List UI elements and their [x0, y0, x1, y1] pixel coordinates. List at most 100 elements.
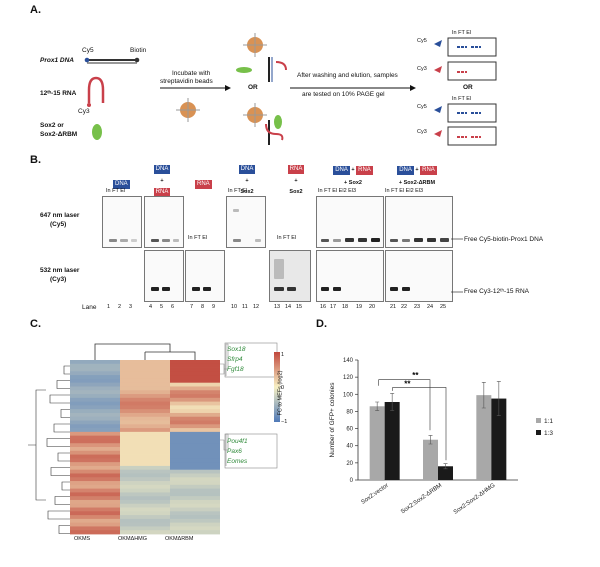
- sox2-label: Sox2 or: [40, 122, 64, 129]
- heatmap-cell: [120, 503, 170, 508]
- gel-r2-g5: [269, 250, 311, 302]
- heatmap-cell: [170, 522, 220, 527]
- gene-bottom-1: Pou4f1: [227, 438, 248, 445]
- lane-hdr-6: In FT El El2 El3: [318, 188, 357, 194]
- incubate-label: Incubate with: [172, 70, 211, 77]
- heatmap-cell: [120, 390, 170, 395]
- lane-title: Lane: [82, 304, 97, 311]
- y-tick-label: 60: [346, 427, 353, 433]
- lane-hdr-4: In FT El: [228, 188, 248, 194]
- heatmap-cell: [70, 511, 120, 516]
- heatmap-cell: [170, 431, 220, 437]
- heatmap-cell: [170, 499, 220, 505]
- heatmap-cell: [170, 394, 220, 399]
- heatmap-cell: [170, 363, 220, 368]
- tag: RNA: [420, 166, 437, 175]
- heatmap-cell: [120, 367, 170, 372]
- lane-number: 16: [320, 304, 327, 310]
- or-label-1: OR: [248, 84, 258, 91]
- y-tick-label: 140: [343, 358, 354, 364]
- panel-b-label: B.: [30, 154, 41, 166]
- legend-label: 1:1: [544, 418, 553, 425]
- heatmap-cell: [70, 477, 120, 482]
- gene-top-2: Sfrp4: [227, 356, 243, 363]
- heatmap-cell: [70, 428, 120, 433]
- heatmap-cell: [70, 367, 120, 372]
- cy3-result-label-2: Cy3: [417, 129, 427, 135]
- cy5-result-label-2: Cy5: [417, 104, 427, 110]
- heatmap-cell: [170, 484, 220, 490]
- heatmap-cell: [120, 469, 170, 474]
- heatmap-cell: [170, 378, 220, 384]
- cy5-result-label: Cy5: [417, 38, 427, 44]
- heatmap-cell: [120, 405, 170, 410]
- heatmap-cell: [120, 363, 170, 368]
- heatmap-cell: [70, 458, 120, 463]
- heatmap-cell: [170, 375, 220, 380]
- gel-r1-g4: [226, 196, 266, 248]
- scale-tick-high: 1: [281, 352, 285, 358]
- col-label-3: OKMΔRBM: [165, 536, 194, 542]
- heatmap-cell: [170, 518, 220, 524]
- heatmap-cell: [170, 465, 220, 471]
- pointer-lines: [451, 238, 463, 293]
- lane-hdr-5: In FT El: [277, 235, 297, 241]
- heatmap-cell: [120, 360, 170, 365]
- heatmap-cell: [120, 481, 170, 486]
- tag: DNA: [397, 166, 414, 175]
- heatmap-cell: [70, 378, 120, 384]
- heatmap-cell: [70, 375, 120, 380]
- lanes-header-1: In FT El: [452, 30, 472, 36]
- heatmap-cell: [170, 409, 220, 414]
- lane-number: 20: [369, 304, 376, 310]
- heatmap-cell: [70, 462, 120, 467]
- heatmap-cell: [70, 454, 120, 459]
- bar: [491, 398, 507, 480]
- heatmap-cell: [70, 431, 120, 437]
- heatmap-cell: [70, 409, 120, 414]
- lane-number: 7: [190, 304, 194, 310]
- gene-bottom-2: Pax6: [227, 448, 242, 455]
- heatmap-cell: [70, 390, 120, 395]
- lane-number: 6: [171, 304, 175, 310]
- gel-r1-g1: [102, 196, 142, 248]
- gene-top-3: Fgf18: [227, 366, 244, 373]
- heatmap-cell: [120, 375, 170, 380]
- heatmap-cell: [70, 424, 120, 429]
- heatmap-cell: [70, 420, 120, 425]
- lane-number: 17: [330, 304, 337, 310]
- heatmap-cell: [70, 530, 120, 535]
- significance-label: **: [404, 380, 411, 389]
- category-label: Sox2:Sox2-ΔHMG: [453, 483, 497, 516]
- heatmap-cell: [170, 462, 220, 467]
- panel-c-label: C.: [30, 318, 41, 330]
- heatmap-cell: [170, 420, 220, 425]
- group-dna-rna: DNA + RNA: [150, 162, 174, 197]
- group-dna: DNA: [113, 172, 130, 190]
- heatmap-cell: [170, 367, 220, 372]
- heatmap-cell: [120, 454, 170, 459]
- heatmap-cell: [120, 431, 170, 437]
- heatmap-cell: [170, 428, 220, 433]
- gene-bottom-3: Eomes: [227, 458, 248, 465]
- heatmap-cell: [70, 439, 120, 444]
- gene-top-1: Sox18: [227, 346, 246, 353]
- heatmap-cell: [70, 443, 120, 448]
- significance-label: **: [412, 371, 419, 380]
- tag: DNA: [153, 165, 171, 174]
- heatmap-cell: [70, 503, 120, 508]
- y-tick-label: 40: [346, 444, 353, 450]
- heatmap-cell: [170, 503, 220, 508]
- heatmap-cell: [170, 401, 220, 406]
- heatmap-cell: [70, 450, 120, 455]
- cy3-label: Cy3: [78, 108, 90, 115]
- heatmap-cell: [170, 416, 220, 421]
- colorbar: [274, 352, 280, 422]
- beads-label: streptavidin beads: [160, 78, 213, 85]
- heatmap-cell: [170, 511, 220, 516]
- bar: [423, 439, 438, 480]
- heatmap-cell: [70, 488, 120, 493]
- y-tick-label: 0: [350, 478, 354, 484]
- heatmap: [28, 342, 280, 535]
- heatmap-cell: [120, 465, 170, 471]
